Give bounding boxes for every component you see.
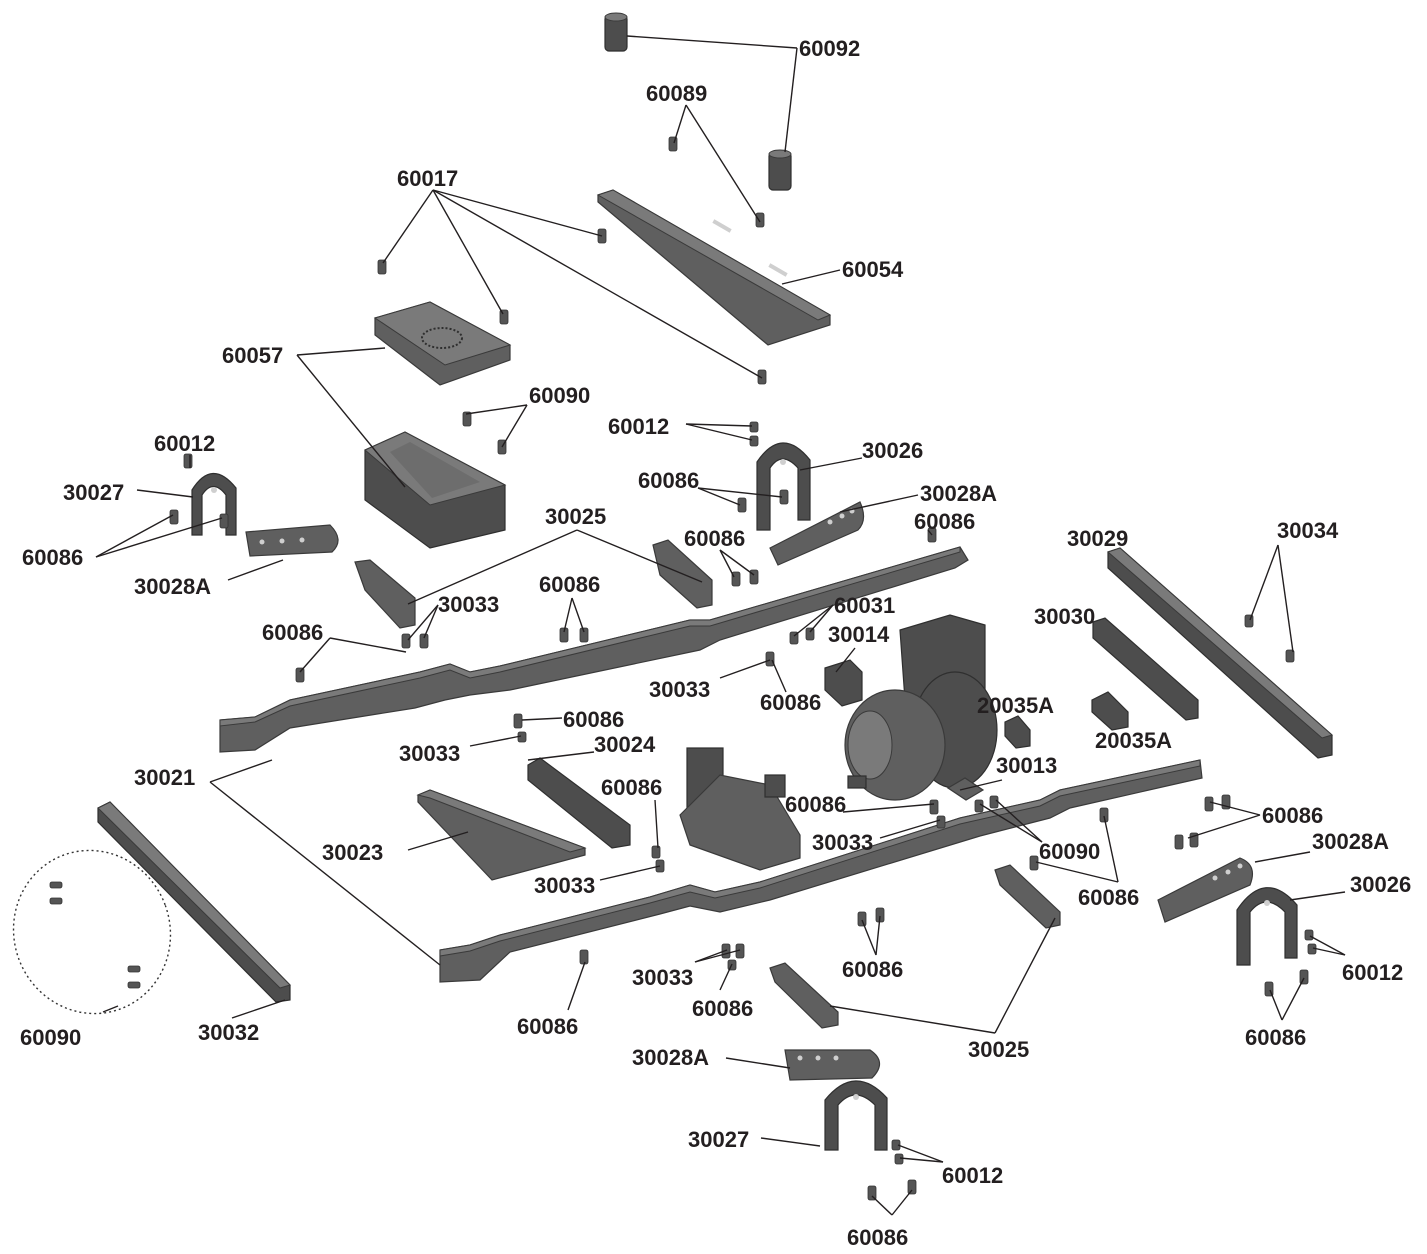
label-30026-right: 30026 xyxy=(1350,872,1411,897)
label-30028A-right: 30028A xyxy=(1312,829,1389,854)
part-shackle-hanger-left xyxy=(191,472,237,536)
label-30028A-bottom: 30028A xyxy=(632,1045,709,1070)
label-30033-lower: 30033 xyxy=(534,873,595,898)
label-60090-top: 60090 xyxy=(529,383,590,408)
label-60086-right: 60086 xyxy=(1262,803,1323,828)
label-60017: 60017 xyxy=(397,166,458,191)
part-frame-rail-lower xyxy=(439,759,1203,983)
part-link-bracket-right xyxy=(1157,857,1253,923)
label-30034: 30034 xyxy=(1277,518,1339,543)
part-shackle-right xyxy=(1236,887,1298,966)
label-30014: 30014 xyxy=(828,622,890,647)
label-60086-bottom-left: 60086 xyxy=(517,1014,578,1039)
part-link-bracket-left xyxy=(245,524,339,557)
part-battery-box-tray xyxy=(364,431,507,549)
label-30013: 30013 xyxy=(996,753,1057,778)
screw-group-outline xyxy=(12,849,172,1015)
part-mount-block-left xyxy=(354,559,416,629)
label-60086-far-left: 60086 xyxy=(262,620,323,645)
label-60012-right: 60012 xyxy=(1342,960,1403,985)
label-60089: 60089 xyxy=(646,81,707,106)
label-60086-center-left: 60086 xyxy=(563,707,624,732)
label-30023: 30023 xyxy=(322,840,383,865)
part-body-post-lower xyxy=(768,149,792,191)
label-60086-left: 60086 xyxy=(22,545,83,570)
label-20035A-b: 20035A xyxy=(1095,728,1172,753)
part-shackle-upper-middle xyxy=(756,442,811,531)
part-labels: 60092 60089 60054 60017 60057 60090 6001… xyxy=(20,36,1411,1250)
label-60057: 60057 xyxy=(222,343,283,368)
label-60012-bottom: 60012 xyxy=(942,1163,1003,1188)
part-top-plate xyxy=(596,189,832,346)
label-60086-upper-right: 60086 xyxy=(914,509,975,534)
part-motor-mount xyxy=(824,659,863,707)
part-body-post-top xyxy=(604,12,628,52)
part-spacer-block-b xyxy=(1091,691,1129,731)
part-link-bracket-bottom xyxy=(784,1049,881,1081)
label-60086-center: 60086 xyxy=(760,690,821,715)
label-60086-trans: 60086 xyxy=(785,792,846,817)
label-60090-mid: 60090 xyxy=(1039,839,1100,864)
part-link-bracket-upper xyxy=(769,501,865,566)
label-30027-bottom: 30027 xyxy=(688,1127,749,1152)
label-30033-bottom: 30033 xyxy=(632,965,693,990)
label-60086-far-right: 60086 xyxy=(1245,1025,1306,1050)
label-60086-mid-upper: 60086 xyxy=(684,526,745,551)
label-30021: 30021 xyxy=(134,765,195,790)
label-30033-center: 30033 xyxy=(649,677,710,702)
label-60086-bottom-mid: 60086 xyxy=(692,996,753,1021)
label-60086-transfer: 60086 xyxy=(601,775,662,800)
label-20035A-a: 20035A xyxy=(977,693,1054,718)
part-shackle-bottom xyxy=(824,1080,888,1151)
part-bumper-rail-large xyxy=(1107,547,1334,759)
label-60092: 60092 xyxy=(799,36,860,61)
part-skid-plate xyxy=(416,789,587,881)
label-60086-upper: 60086 xyxy=(638,468,699,493)
leader-lines xyxy=(95,35,1346,1216)
label-60086-bottom: 60086 xyxy=(847,1225,908,1250)
label-30025-upper: 30025 xyxy=(545,504,606,529)
part-side-rail xyxy=(97,801,291,1003)
label-30032: 30032 xyxy=(198,1020,259,1045)
part-battery-box-lid xyxy=(373,301,512,386)
part-mount-block-lower xyxy=(769,962,839,1029)
label-30030: 30030 xyxy=(1034,604,1095,629)
label-60086-lower-center: 60086 xyxy=(842,957,903,982)
label-60086-mid-left: 60086 xyxy=(539,572,600,597)
label-30028A-left: 30028A xyxy=(134,574,211,599)
label-30033-trans: 30033 xyxy=(812,830,873,855)
label-30028A-upper: 30028A xyxy=(920,481,997,506)
label-60012-upper: 60012 xyxy=(608,414,669,439)
label-30024: 30024 xyxy=(594,732,656,757)
label-30033-center-left: 30033 xyxy=(399,741,460,766)
label-60012-left: 60012 xyxy=(154,431,215,456)
part-transmission xyxy=(844,614,998,801)
part-mount-block-right xyxy=(994,864,1061,929)
part-frame-rail-upper xyxy=(219,546,969,753)
part-transfer-case xyxy=(679,747,801,871)
label-30033-left: 30033 xyxy=(438,592,499,617)
label-30029: 30029 xyxy=(1067,526,1128,551)
label-30027-left: 30027 xyxy=(63,480,124,505)
label-60090-bottom-left: 60090 xyxy=(20,1025,81,1050)
part-spacer-block-a xyxy=(1004,715,1031,749)
label-60086-lower-right: 60086 xyxy=(1078,885,1139,910)
label-30026-upper: 30026 xyxy=(862,438,923,463)
label-30025-bottom: 30025 xyxy=(968,1037,1029,1062)
part-bumper-rail-small xyxy=(1092,617,1199,721)
label-60031: 60031 xyxy=(834,593,895,618)
label-60054: 60054 xyxy=(842,257,904,282)
